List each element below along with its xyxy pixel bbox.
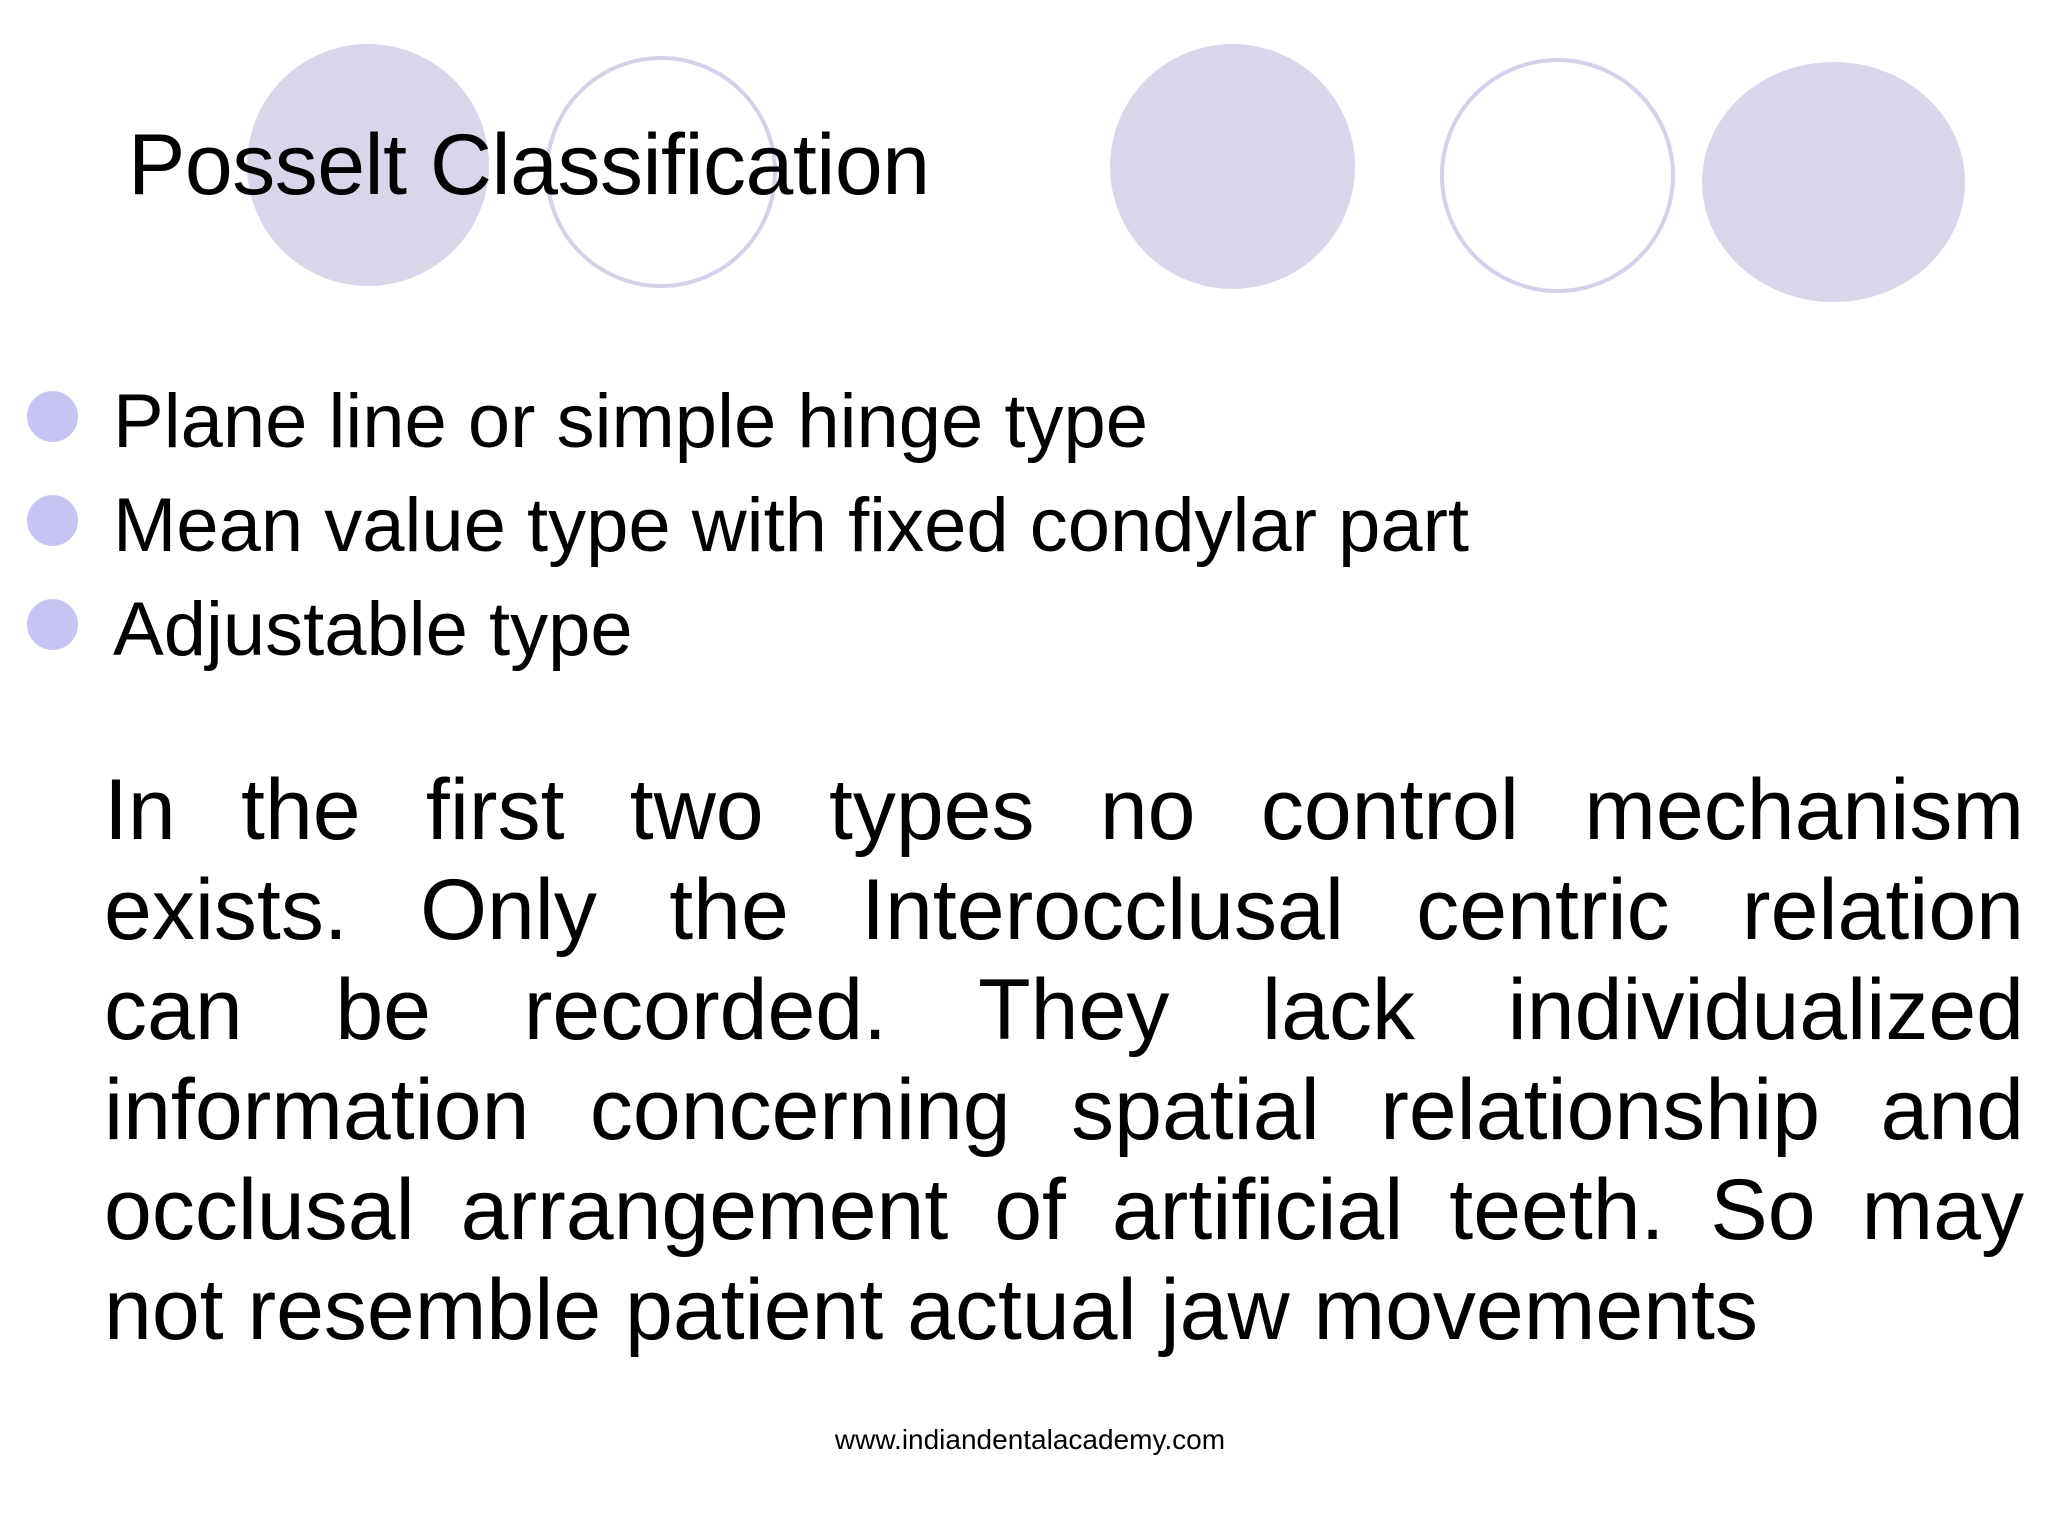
paragraph-line: occlusal arrangement of artificial teeth… xyxy=(104,1162,2024,1258)
circle-outline-2 xyxy=(1440,58,1675,293)
slide-title: Posselt Classification xyxy=(128,117,930,213)
paragraph-line: exists. Only the Interocclusal centric r… xyxy=(104,862,2024,958)
list-item: Plane line or simple hinge type xyxy=(0,370,2048,474)
circle-filled-3 xyxy=(1702,62,1965,302)
paragraph-line: information concerning spatial relations… xyxy=(104,1062,2024,1158)
footer-url-text: www.indiandentalacademy.com xyxy=(834,1424,1226,1455)
bullet-marker-icon xyxy=(27,495,78,546)
list-item: Adjustable type xyxy=(0,578,2048,682)
body-paragraph: In the first two types no control mechan… xyxy=(104,760,2024,1360)
footer-watermark: www.indiandentalacademy.com xyxy=(0,1424,2048,1456)
paragraph-line: not resemble patient actual jaw movement… xyxy=(104,1262,1758,1358)
list-item-label: Plane line or simple hinge type xyxy=(113,379,1149,464)
paragraph-line: can be recorded. They lack individualize… xyxy=(104,962,2024,1058)
circle-filled-2 xyxy=(1110,44,1355,289)
bullet-list: Plane line or simple hinge type Mean val… xyxy=(0,370,2048,682)
bullet-marker-icon xyxy=(27,391,78,442)
paragraph-line: In the first two types no control mechan… xyxy=(104,762,2024,858)
list-item-label: Mean value type with fixed condylar part xyxy=(113,483,1470,568)
bullet-marker-icon xyxy=(27,599,78,650)
list-item: Mean value type with fixed condylar part xyxy=(0,474,2048,578)
list-item-label: Adjustable type xyxy=(113,587,633,672)
